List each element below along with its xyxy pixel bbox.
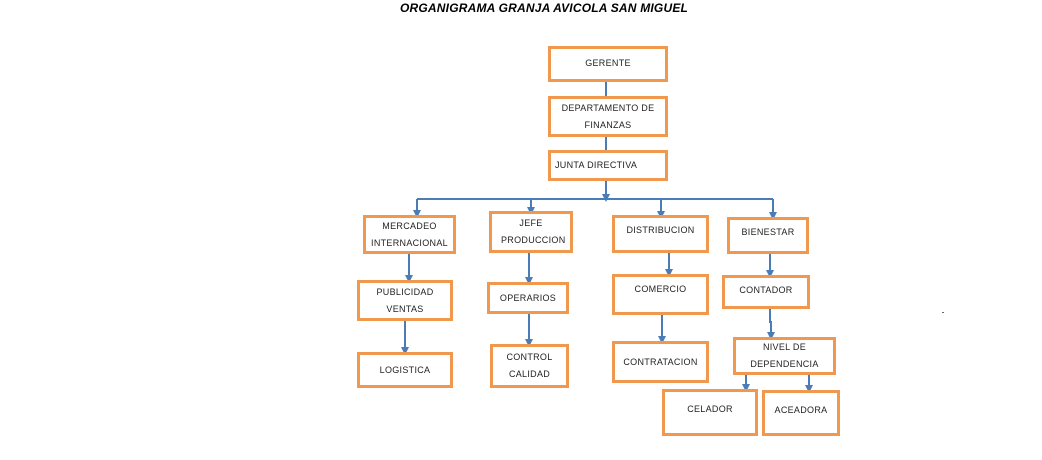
node-distribucion: DISTRIBUCION [612, 215, 709, 253]
node-control-calidad: CONTROL CALIDAD [490, 344, 569, 388]
node-jefe-label: JEFE PRODUCCION [501, 218, 566, 245]
node-logistica: LOGISTICA [357, 352, 453, 388]
node-finanzas-label: DEPARTAMENTO DE FINANZAS [561, 102, 655, 130]
node-contratacion: CONTRATACION [612, 341, 709, 383]
node-bienestar: BIENESTAR [727, 217, 809, 254]
node-gerente-label: GERENTE [585, 58, 631, 68]
node-gerente: GERENTE [548, 46, 668, 82]
node-comercio: COMERCIO [612, 274, 709, 315]
node-contador-label: CONTADOR [739, 285, 793, 295]
node-celador: CELADOR [662, 389, 758, 436]
node-celador-label: CELADOR [687, 404, 733, 414]
node-operarios-label: OPERARIOS [499, 292, 557, 303]
node-mercadeo-label: MERCADEO INTERNACIONAL [371, 220, 448, 248]
node-distribucion-label: DISTRIBUCION [626, 225, 695, 235]
node-control-label: CONTROL CALIDAD [506, 352, 553, 379]
node-junta-label: JUNTA DIRECTIVA [555, 160, 638, 170]
node-mercadeo-internacional: MERCADEO INTERNACIONAL [363, 215, 456, 254]
node-logistica-label: LOGISTICA [379, 364, 431, 375]
chart-title: ORGANIGRAMA GRANJA AVICOLA SAN MIGUEL [400, 1, 689, 15]
stray-dot [942, 312, 944, 313]
node-contratacion-label: CONTRATACION [623, 356, 698, 367]
node-comercio-label: COMERCIO [634, 284, 687, 294]
node-bienestar-label: BIENESTAR [741, 227, 795, 237]
node-nivel-dependencia: NIVEL DE DEPENDENCIA [733, 337, 836, 375]
node-jefe-produccion: JEFE PRODUCCION [489, 211, 573, 253]
node-aceadora-label: ACEADORA [774, 405, 828, 415]
node-publicidad-ventas: PUBLICIDAD VENTAS [357, 280, 453, 321]
node-contador: CONTADOR [722, 275, 810, 309]
connector-contador-nivel [767, 308, 775, 340]
node-operarios: OPERARIOS [487, 282, 569, 314]
node-aceadora: ACEADORA [762, 390, 840, 436]
node-publicidad-label: PUBLICIDAD VENTAS [376, 286, 434, 314]
node-finanzas: DEPARTAMENTO DE FINANZAS [548, 96, 668, 137]
node-junta-directiva: JUNTA DIRECTIVA [548, 150, 668, 181]
node-nivel-label: NIVEL DE DEPENDENCIA [750, 342, 819, 369]
